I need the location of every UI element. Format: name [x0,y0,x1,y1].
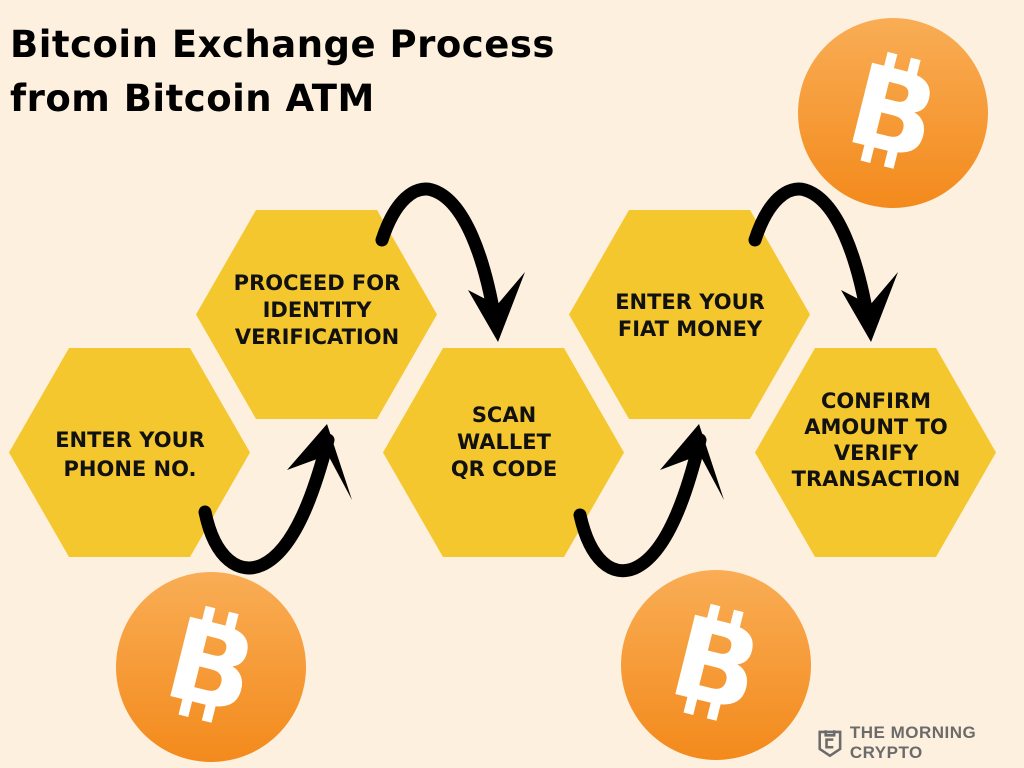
step-1-hexagon: ENTER YOUR PHONE NO. [9,348,250,557]
step-5-hexagon: CONFIRM AMOUNT TO VERIFY TRANSACTION [755,348,996,557]
brand-name: THE MORNING CRYPTO [849,723,977,762]
brand-logo: THE MORNING CRYPTO [818,723,1024,763]
step-2-line-1: PROCEED FOR [234,271,401,295]
step-5-line-4: TRANSACTION [792,467,961,491]
bitcoin-icon [116,572,306,762]
step-1-line-2: PHONE NO. [64,457,197,481]
step-5-line-2: AMOUNT TO [804,415,947,439]
step-3-line-1: SCAN [472,403,536,427]
bitcoin-icon [621,570,811,760]
step-3-hexagon: SCAN WALLET QR CODE [383,348,624,557]
page-title: Bitcoin Exchange Process from Bitcoin AT… [10,18,555,126]
step-3-line-3: QR CODE [451,457,557,481]
step-2-line-2: IDENTITY [263,298,373,322]
step-4-line-2: FIAT MONEY [618,317,763,341]
step-2-line-3: VERIFICATION [235,325,399,349]
arrow-icon [375,182,525,342]
bitcoin-icon [798,18,988,208]
title-line-1: Bitcoin Exchange Process [10,23,555,66]
step-4-hexagon: ENTER YOUR FIAT MONEY [569,210,810,419]
arrow-icon [748,182,898,342]
step-1-line-1: ENTER YOUR [55,428,205,452]
arrow-icon [198,424,352,575]
title-line-2: from Bitcoin ATM [10,77,375,120]
shield-logo-icon [818,730,842,758]
step-4-line-1: ENTER YOUR [615,290,765,314]
step-3-line-2: WALLET [457,430,552,454]
arrow-icon [573,424,724,578]
step-5-line-3: VERIFY [834,441,919,465]
step-2-hexagon: PROCEED FOR IDENTITY VERIFICATION [196,210,437,419]
step-5-line-1: CONFIRM [821,389,931,413]
